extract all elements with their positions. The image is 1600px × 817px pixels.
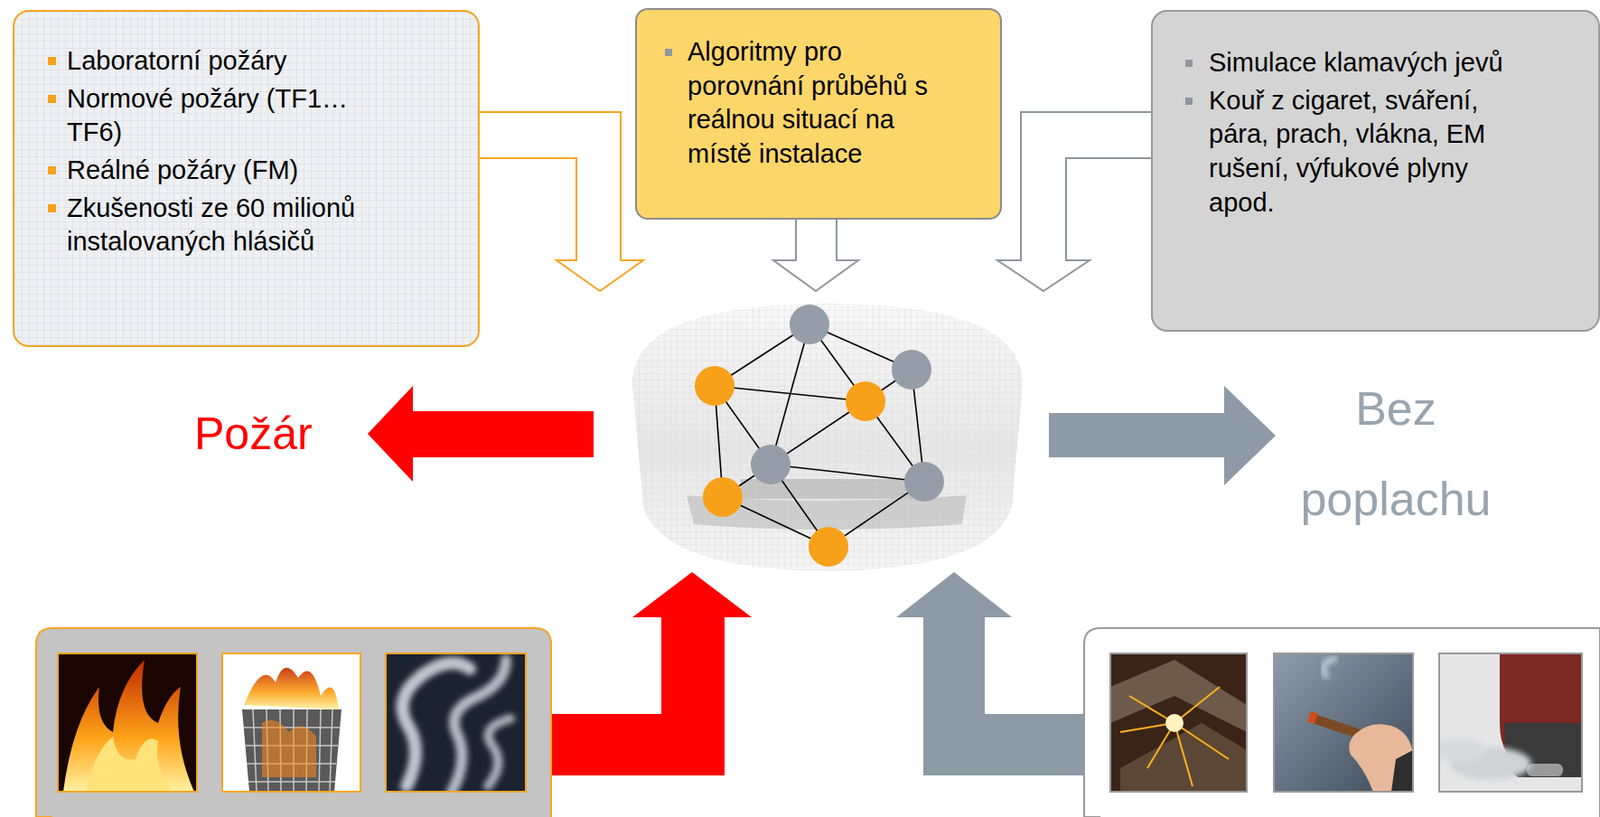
bullet-square <box>47 56 57 66</box>
hollow-arrow <box>773 219 859 291</box>
detector <box>632 303 1023 571</box>
hollow-arrow <box>479 112 644 291</box>
bullet-square <box>1185 97 1193 105</box>
bullet-item: Zkušenosti ze 60 milionů instalovaných h… <box>47 191 375 260</box>
bullet-text: Kouř z cigaret, sváření, pára, prach, vl… <box>1208 84 1517 221</box>
bullet-item: Normové požáry (TF1…TF6) <box>47 82 375 150</box>
smoke-image <box>385 653 526 792</box>
bullet-text: Algoritmy pro porovnání průběhů s reálno… <box>687 35 942 172</box>
fire-panel <box>36 627 552 817</box>
bullet-text: Laboratorní požáry <box>66 44 375 79</box>
welding-image <box>1110 653 1247 792</box>
bullet-item: Laboratorní požáry <box>47 44 375 79</box>
bullet-text: Zkušenosti ze 60 milionů instalovaných h… <box>66 191 375 260</box>
bullet-text: Simulace klamavých jevů <box>1208 46 1517 81</box>
bullet-text: Normové požáry (TF1…TF6) <box>66 82 375 150</box>
bullet-item: Reálné požáry (FM) <box>47 153 375 188</box>
bullet-text: Reálné požáry (FM) <box>66 153 375 188</box>
bullet-square <box>47 166 57 175</box>
exhaust-image <box>1439 653 1582 792</box>
bullet-item: Simulace klamavých jevů <box>1185 46 1517 81</box>
bullet-item: Kouř z cigaret, sváření, pára, prach, vl… <box>1185 84 1517 221</box>
bullet-square <box>1185 59 1193 67</box>
deception-panel: Simulace klamavých jevůKouř z cigaret, s… <box>1150 9 1600 332</box>
fire-label: Požár <box>194 405 348 462</box>
network-nodes <box>694 304 945 567</box>
algorithm-panel: Algoritmy pro porovnání průběhů s reálno… <box>635 8 1002 220</box>
basket-fire-image <box>222 653 361 792</box>
no-alarm-arrow <box>1048 385 1276 486</box>
fire-arrow <box>367 385 594 482</box>
deception-input-arrow <box>896 571 1085 776</box>
cigar-image <box>1273 653 1413 792</box>
fire-input-arrow <box>551 571 752 776</box>
hollow-arrow <box>997 112 1151 291</box>
bullet-square <box>47 204 57 213</box>
network <box>714 324 925 547</box>
source-panel: Laboratorní požáryNormové požáry (TF1…TF… <box>12 9 480 347</box>
bullet-square <box>47 94 57 103</box>
no-alarm-label: Bez poplachu <box>1264 363 1527 544</box>
bullet-item: Algoritmy pro porovnání průběhů s reálno… <box>664 35 942 172</box>
deception-panel-pictures <box>1084 627 1600 817</box>
flame-image <box>57 653 197 792</box>
bullet-square <box>664 48 673 57</box>
